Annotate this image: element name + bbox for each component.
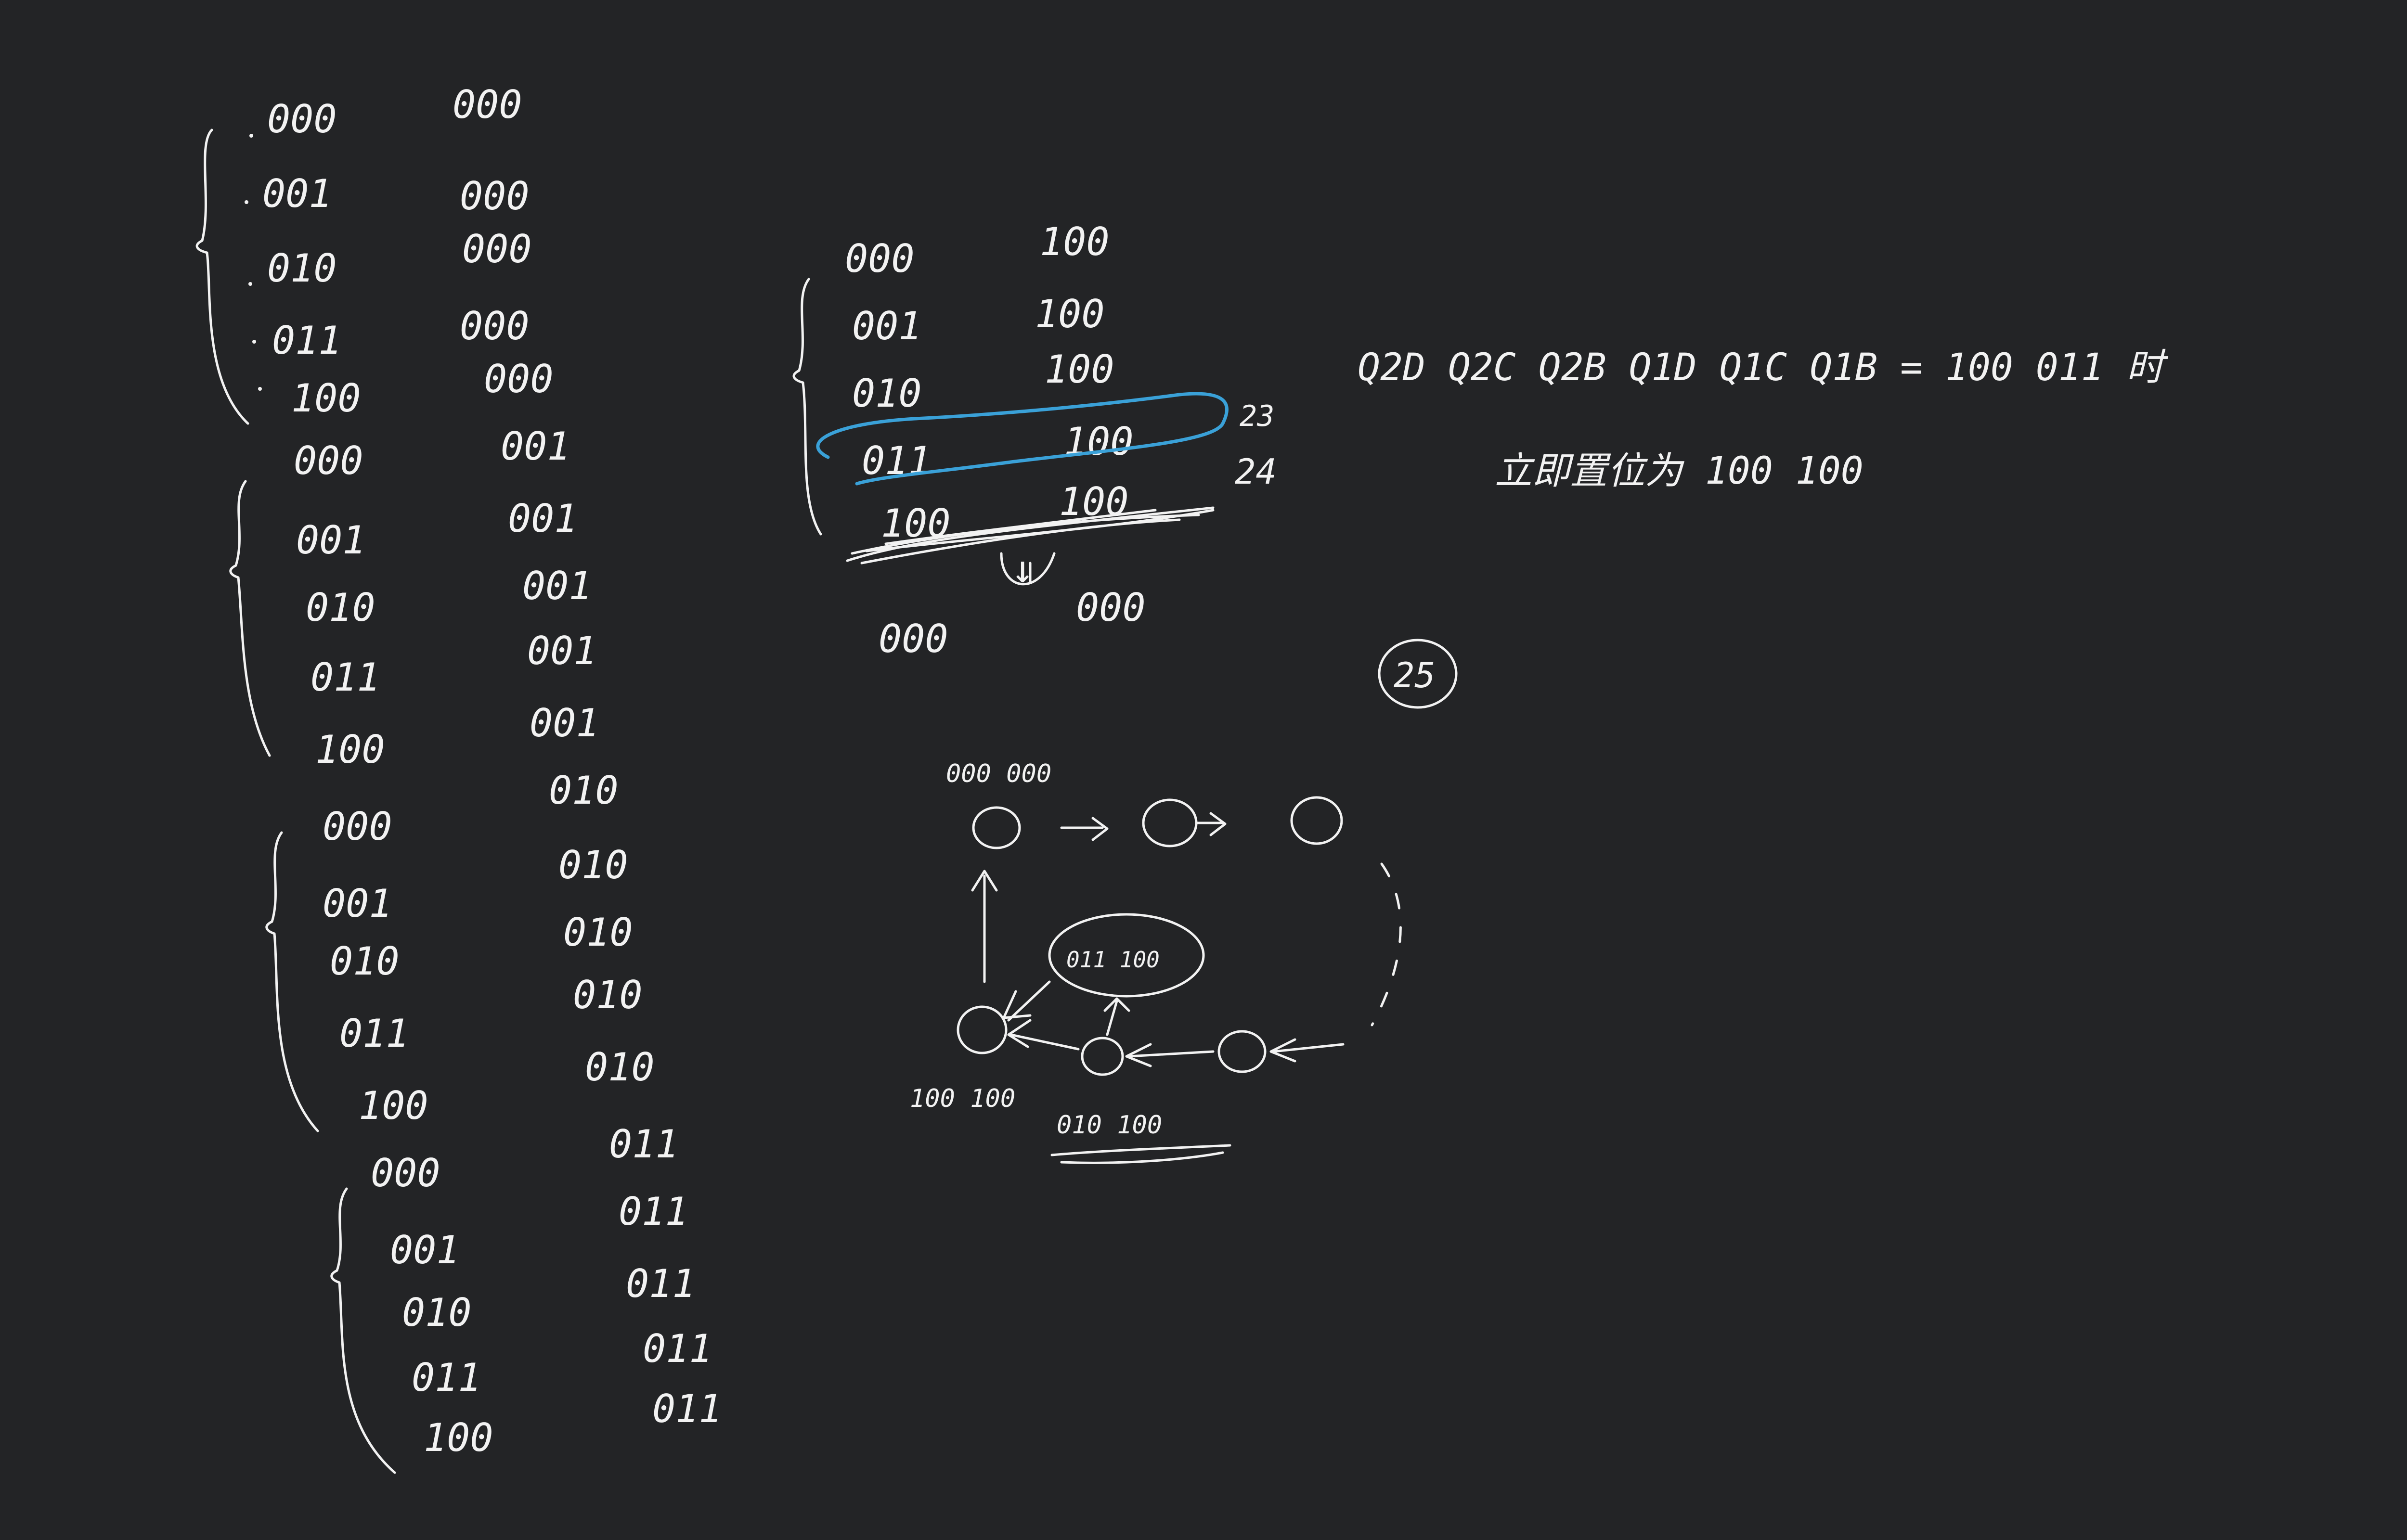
mt-r2-b: 100 [1035, 292, 1105, 336]
brace-group-4 [330, 1187, 396, 1474]
circled-number-ring [1378, 639, 1458, 709]
circled-number: 25 [1394, 655, 1436, 695]
middle-table: 000 100 001 100 010 100 011 100 100 100 … [845, 219, 1277, 661]
lt-g3-r1-a: 000 [323, 804, 392, 849]
mt-r1-a: 000 [845, 236, 915, 281]
lt-g2-r1-b: 001 [501, 424, 570, 469]
lt-g3-r1-b: 010 [549, 768, 619, 813]
brace-middle [792, 278, 822, 536]
bubble-arrow [1002, 980, 1130, 1036]
equation-line-2: 立即置位为 100 100 [1495, 449, 1863, 493]
dashed-return-path [1371, 862, 1402, 1027]
mt-side-label-24: 24 [1235, 451, 1277, 492]
mt-r3-b: 100 [1045, 347, 1114, 392]
lt-g2-r5-a: 100 [315, 727, 385, 772]
state-node-2 [1142, 798, 1198, 847]
lt-g3-r2-b: 010 [558, 843, 628, 887]
state-node-4 [1217, 1030, 1267, 1073]
lt-g4-r5-b: 011 [652, 1386, 722, 1431]
lt-g4-r4-b: 011 [643, 1326, 712, 1371]
lt-g2-r2-a: 001 [296, 518, 366, 563]
highlight-row-011-100 [816, 392, 1229, 486]
lt-g3-r5-a: 100 [359, 1083, 428, 1128]
lt-g3-r5-b: 010 [585, 1045, 655, 1090]
transition-arrow-up [971, 870, 998, 983]
state-node-6 [957, 1005, 1008, 1054]
lt-g3-r2-a: 001 [323, 881, 392, 926]
lt-g2-r4-b: 001 [527, 629, 597, 673]
scribble-strike [846, 506, 1215, 565]
row-dots [245, 134, 262, 391]
transition-arrow-2 [1195, 812, 1227, 836]
mt-side-label-23: 23 [1240, 399, 1274, 433]
mt-r1-b: 100 [1040, 219, 1110, 264]
brace-group-1 [195, 128, 249, 425]
lt-g4-r3-b: 011 [626, 1261, 696, 1306]
transition-arrow-5 [1007, 1019, 1080, 1051]
mt-r4-b: 100 [1064, 419, 1134, 464]
lt-g3-r3-b: 010 [563, 910, 633, 955]
state-bottom-label: 010 100 [1057, 1111, 1162, 1140]
lt-g2-r1-a: 000 [294, 438, 363, 483]
mt-below-row-a: 000 [879, 616, 948, 661]
lt-g1-r4-b: 000 [460, 304, 530, 348]
mt-r3-a: 010 [852, 371, 922, 416]
state-node-5 [1081, 1037, 1124, 1076]
state-left-label: 100 100 [910, 1084, 1015, 1113]
lt-g1-r4-a: 011 [272, 318, 342, 363]
lt-g4-r2-b: 011 [619, 1189, 688, 1234]
lt-g1-r5-a: 100 [291, 376, 361, 421]
lt-g1-r3-a: 010 [267, 246, 337, 291]
lt-g4-r1-a: 000 [371, 1151, 440, 1195]
lt-g2-r5-b: 001 [530, 701, 599, 745]
lt-g4-r1-b: 011 [609, 1122, 679, 1167]
lt-g1-r2-b: 000 [460, 174, 530, 218]
lt-g4-r3-a: 010 [402, 1290, 472, 1335]
bottom-scribble [1050, 1144, 1231, 1164]
lt-g4-r4-a: 011 [412, 1355, 481, 1400]
lt-g1-r3-b: 000 [462, 227, 532, 271]
lt-g1-r1-a: 000 [267, 97, 337, 141]
state-node-1 [972, 806, 1021, 849]
lt-g3-r3-a: 010 [330, 939, 400, 984]
lt-g1-r1-b: 000 [453, 82, 522, 127]
left-table: 000 000 001 000 010 000 011 000 100 000 … [262, 82, 722, 1460]
lt-g3-r4-b: 010 [573, 973, 643, 1017]
equation-line-1: Q2D Q2C Q2B Q1D Q1C Q1B = 100 011 时 [1358, 346, 2169, 389]
lt-g2-r3-b: 001 [522, 564, 592, 608]
state-bubble-label: 011 100 [1066, 947, 1160, 973]
transition-arrow-3 [1269, 1038, 1345, 1063]
lt-g4-r2-a: 001 [390, 1228, 460, 1272]
state-diagram: 000 000 011 100 100 100 010 100 [910, 759, 1402, 1164]
lt-g4-r5-a: 100 [424, 1415, 493, 1460]
transition-arrow-1 [1060, 817, 1109, 841]
brace-group-2 [229, 480, 271, 757]
lt-g3-r4-a: 011 [339, 1011, 409, 1056]
lt-g2-r3-a: 010 [306, 585, 375, 630]
lt-g1-r5-b: 000 [484, 357, 554, 401]
transition-arrow-4 [1125, 1043, 1215, 1067]
brace-group-3 [265, 831, 319, 1132]
state-node-3 [1290, 796, 1343, 845]
down-curved-arrow [1000, 552, 1056, 586]
mt-r2-a: 001 [852, 304, 922, 348]
state-top-label: 000 000 [946, 759, 1051, 788]
lt-g2-r4-a: 011 [311, 655, 380, 700]
state-bubble [1048, 913, 1205, 998]
mt-below-row-b: 000 [1076, 585, 1146, 630]
lt-g2-r2-b: 001 [508, 496, 578, 541]
lt-g1-r2-a: 001 [262, 171, 332, 216]
